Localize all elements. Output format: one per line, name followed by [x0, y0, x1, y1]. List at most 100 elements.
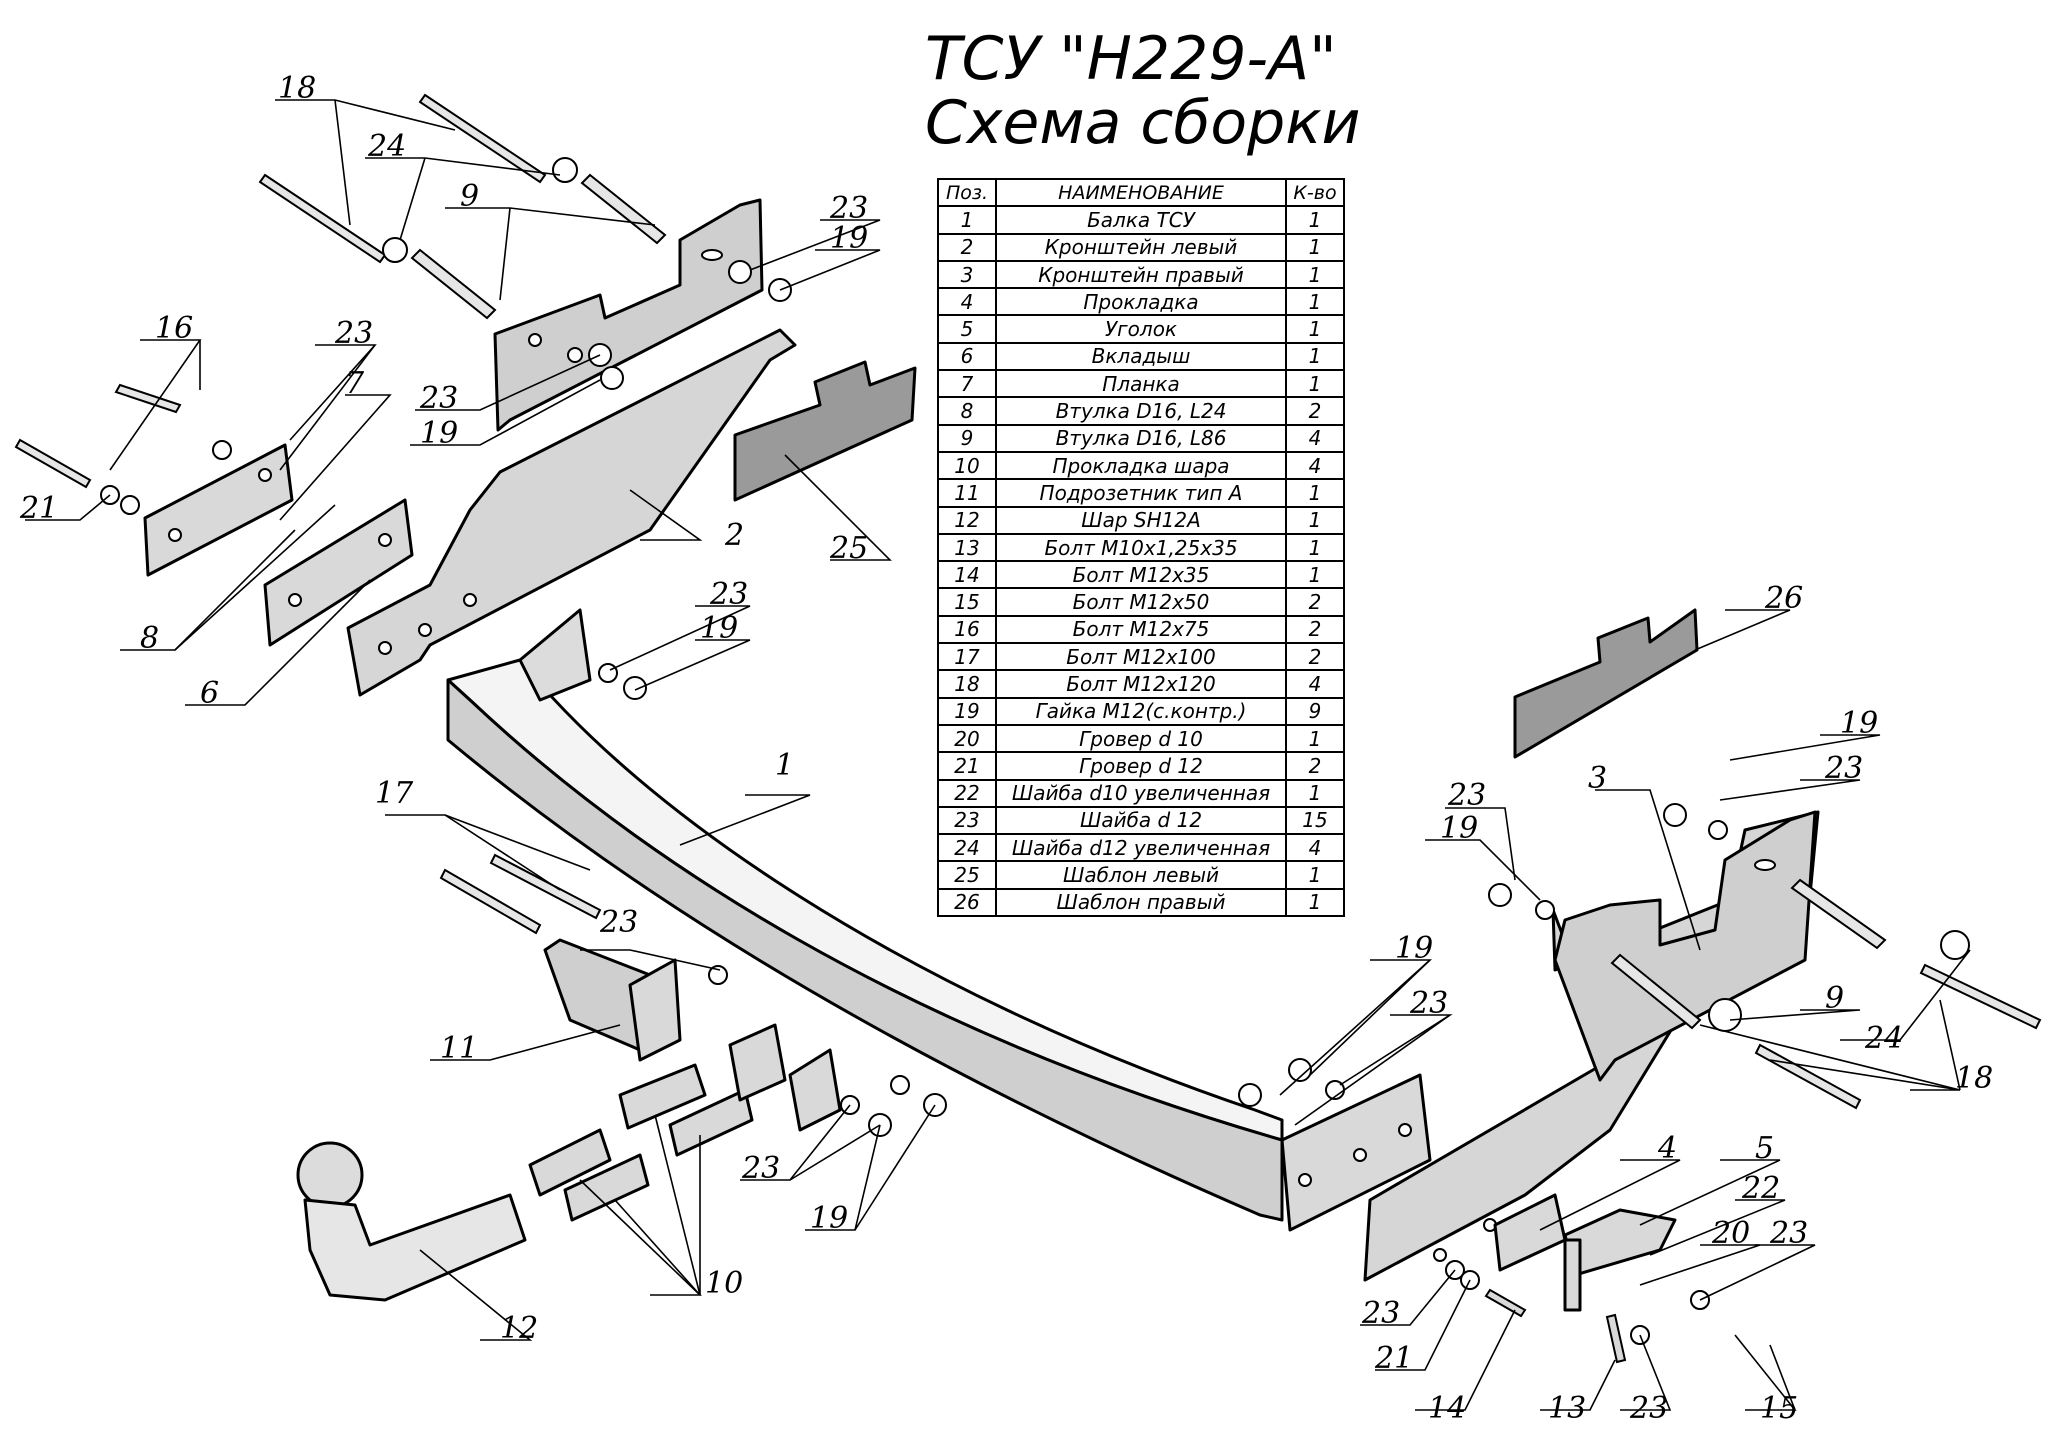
leader-lines	[25, 99, 1971, 1411]
callout-24: 24	[367, 129, 406, 164]
cell-name: Шайба d12 увеличенная	[995, 833, 1287, 863]
cell-quantity: 1	[1285, 778, 1345, 808]
table-header-row: Поз. НАИМЕНОВАНИЕ К-во	[937, 177, 1345, 208]
header-position: Поз.	[937, 177, 997, 208]
cell-name: Прокладка	[995, 287, 1287, 317]
cell-name: Прокладка шара	[995, 450, 1287, 481]
cell-quantity: 2	[1285, 642, 1345, 672]
callout-16: 16	[155, 311, 193, 346]
cell-position: 5	[937, 314, 997, 344]
callout-21: 21	[1374, 1341, 1413, 1376]
callout-23: 23	[1629, 1391, 1668, 1426]
callout-23: 23	[599, 905, 638, 940]
callout-25: 25	[829, 531, 868, 566]
cell-name: Шайба d 12	[995, 805, 1287, 836]
cell-name: Гровер d 10	[995, 723, 1287, 754]
cell-name: Подрозетник тип А	[995, 478, 1287, 508]
drawing-title: ТСУ "Н229-А"	[925, 24, 1337, 94]
header-quantity: К-во	[1285, 177, 1345, 208]
cell-position: 25	[937, 860, 997, 890]
callout-1: 1	[775, 748, 794, 783]
callout-19: 19	[1440, 811, 1478, 846]
callout-9: 9	[460, 179, 479, 214]
callout-7: 7	[345, 366, 365, 401]
cell-name: Вкладыш	[995, 341, 1287, 372]
callout-23: 23	[334, 316, 373, 351]
cell-position: 1	[937, 205, 997, 235]
cell-quantity: 1	[1285, 860, 1345, 890]
cell-name: Втулка D16, L24	[995, 396, 1287, 426]
cell-quantity: 1	[1285, 505, 1345, 535]
cell-position: 23	[937, 805, 997, 836]
callout-19: 19	[810, 1201, 848, 1236]
callout-22: 22	[1741, 1171, 1780, 1206]
cell-quantity: 1	[1285, 259, 1345, 290]
cell-name: Втулка D16, L86	[995, 423, 1287, 453]
cell-quantity: 1	[1285, 478, 1345, 508]
cell-quantity: 4	[1285, 450, 1345, 481]
fasteners-part	[14, 93, 2042, 1110]
cell-position: 26	[937, 887, 997, 918]
cell-quantity: 4	[1285, 833, 1345, 863]
callout-2: 2	[724, 518, 744, 553]
callout-8: 8	[140, 621, 159, 656]
callout-23: 23	[419, 381, 458, 416]
right-small-parts	[1484, 1193, 1677, 1364]
callout-10: 10	[705, 1266, 743, 1301]
ball-spacers-part	[528, 1023, 842, 1222]
cell-name: Болт М12х120	[995, 669, 1287, 699]
cell-quantity: 4	[1285, 669, 1345, 699]
cell-name: Гайка М12(с.контр.)	[995, 696, 1287, 726]
callout-11: 11	[440, 1031, 478, 1066]
cell-quantity: 1	[1285, 369, 1345, 399]
cell-quantity: 4	[1285, 423, 1345, 453]
callout-23: 23	[1361, 1296, 1400, 1331]
cell-quantity: 1	[1285, 205, 1345, 235]
cell-name: Кронштейн правый	[995, 259, 1287, 290]
callout-23: 23	[829, 191, 868, 226]
cell-position: 19	[937, 696, 997, 726]
callout-19: 19	[1395, 931, 1433, 966]
callout-14: 14	[1428, 1391, 1466, 1426]
cell-quantity: 1	[1285, 314, 1345, 344]
cell-quantity: 15	[1285, 805, 1345, 836]
cell-name: Уголок	[995, 314, 1287, 344]
tow-ball-part	[296, 1141, 527, 1302]
cell-name: Болт М12х100	[995, 642, 1287, 672]
right-template-part	[1513, 608, 1699, 759]
cell-name: Болт М12х35	[995, 560, 1287, 590]
callout-13: 13	[1548, 1391, 1586, 1426]
cell-name: Шаблон левый	[995, 860, 1287, 890]
cell-name: Шар SH12A	[995, 505, 1287, 535]
callout-6: 6	[200, 676, 219, 711]
callout-17: 17	[375, 776, 414, 811]
callout-19: 19	[1840, 706, 1878, 741]
cell-position: 21	[937, 751, 997, 781]
cell-quantity: 1	[1285, 560, 1345, 590]
cell-name: Болт М12х75	[995, 614, 1287, 645]
cell-position: 6	[937, 341, 997, 372]
cell-name: Гровер d 12	[995, 751, 1287, 781]
cell-name: Шаблон правый	[995, 887, 1287, 918]
cell-position: 12	[937, 505, 997, 535]
cell-quantity: 1	[1285, 232, 1345, 262]
cell-position: 22	[937, 778, 997, 808]
drawing-subtitle: Схема сборки	[925, 88, 1361, 158]
header-name: НАИМЕНОВАНИЕ	[995, 177, 1287, 208]
cell-quantity: 1	[1285, 341, 1345, 372]
left-template-part	[733, 360, 917, 502]
